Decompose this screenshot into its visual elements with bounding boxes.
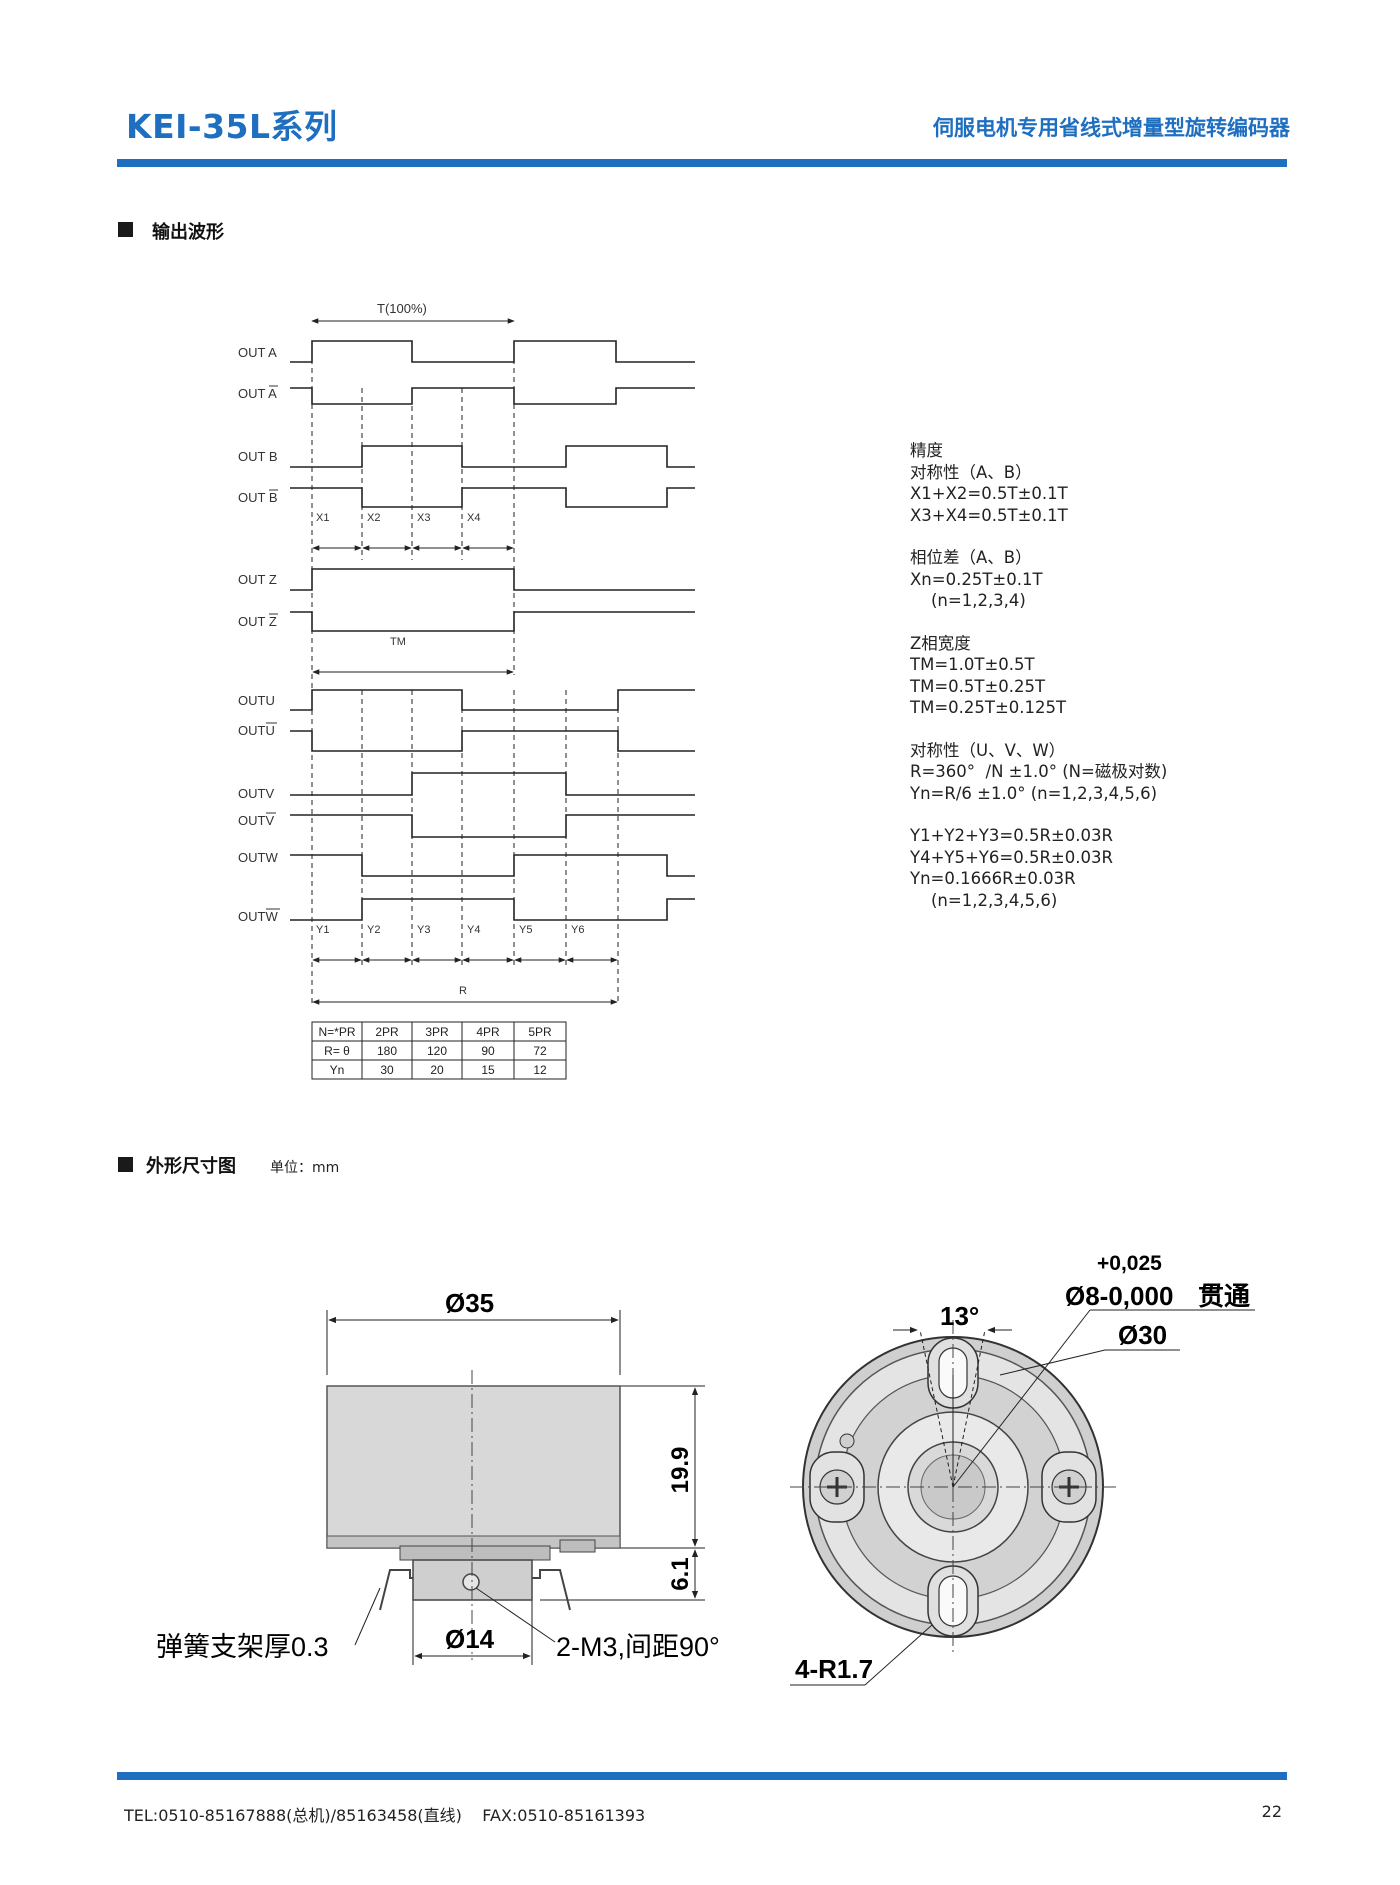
spec-line: X1+X2=0.5T±0.1T xyxy=(910,484,1068,503)
tolerance-upper: +0,025 xyxy=(1097,1252,1162,1275)
table-cell: 120 xyxy=(427,1044,447,1058)
signal-label: OUTV xyxy=(238,813,274,828)
x-label: X1 xyxy=(316,512,329,524)
section-title-dimension: 外形尺寸图 xyxy=(146,1156,236,1177)
angle-label: 13° xyxy=(940,1301,979,1331)
signal-label: OUTU xyxy=(238,723,275,738)
signal-label: OUTW xyxy=(238,850,278,865)
spec-line: Z相宽度 xyxy=(910,633,971,653)
y-label: Y5 xyxy=(519,924,532,936)
table-cell: 2PR xyxy=(375,1025,399,1039)
spec-line: R=360° /N ±1.0° (N=磁极对数) xyxy=(910,762,1168,781)
slot-label: 4-R1.7 xyxy=(795,1654,873,1684)
y-label: Y4 xyxy=(467,924,480,936)
table-cell: Yn xyxy=(330,1063,345,1077)
spec-line: Y1+Y2+Y3=0.5R±0.03R xyxy=(910,826,1113,845)
table-cell: 20 xyxy=(430,1063,444,1077)
tm-label: TM xyxy=(390,636,406,648)
screw-hole xyxy=(462,1573,480,1591)
spec-line: Y4+Y5+Y6=0.5R±0.03R xyxy=(910,847,1113,867)
table-cell: 3PR xyxy=(425,1025,449,1039)
product-subtitle: 伺服电机专用省线式增量型旋转编码器 xyxy=(933,116,1290,140)
series-title: KEI-35L系列 xyxy=(126,107,338,146)
spec-line: 精度 xyxy=(910,441,943,460)
screw-left xyxy=(809,1451,865,1523)
through-label: 贯通 xyxy=(1198,1281,1250,1311)
unit-note: 单位：mm xyxy=(270,1160,340,1176)
page-number: 22 xyxy=(1261,1802,1282,1821)
r-label: R xyxy=(459,985,467,997)
spec-line: TM=0.25T±0.125T xyxy=(910,698,1067,717)
spec-line: (n=1,2,3,4) xyxy=(910,591,1026,610)
height-label: 19.9 xyxy=(667,1447,694,1494)
spec-line: TM=0.5T±0.25T xyxy=(910,676,1046,696)
signal-label: OUTV xyxy=(238,786,274,801)
diameter-label: Ø35 xyxy=(445,1288,494,1318)
outer-diameter: Ø30 xyxy=(1118,1320,1167,1350)
bottom-diameter-label: Ø14 xyxy=(445,1624,495,1654)
screw-note: 2-M3,间距90° xyxy=(556,1632,720,1662)
section-marker xyxy=(118,222,133,237)
spec-line: X3+X4=0.5T±0.1T xyxy=(910,505,1068,525)
y-label: Y1 xyxy=(316,924,329,936)
table-cell: R= θ xyxy=(324,1044,350,1058)
table-cell: 72 xyxy=(533,1044,547,1058)
table-cell: 5PR xyxy=(528,1025,552,1039)
signal-label: OUT Z xyxy=(238,614,277,629)
waveform-diagram: T(100%) OUT A OUT A OUT B OUT B OUT Z OU… xyxy=(238,301,695,1080)
section-marker xyxy=(118,1157,133,1172)
section-title-waveform: 输出波形 xyxy=(152,222,224,243)
x-label: X2 xyxy=(367,512,380,524)
table-cell: 30 xyxy=(380,1063,394,1077)
y-label: Y2 xyxy=(367,924,380,936)
shaft-diameter: Ø8-0,000 xyxy=(1065,1281,1173,1311)
spec-line: 相位差（A、B） xyxy=(910,548,1032,567)
footer-rule xyxy=(117,1772,1287,1780)
spec-line: 对称性（A、B） xyxy=(910,462,1032,482)
footer-contact: TEL:0510-85167888(总机)/85163458(直线) FAX:0… xyxy=(124,1806,646,1825)
spring-note: 弹簧支架厚0.3 xyxy=(156,1632,329,1662)
base-height-label: 6.1 xyxy=(667,1557,694,1590)
table-cell: 90 xyxy=(481,1044,495,1058)
spec-block: 精度 对称性（A、B） X1+X2=0.5T±0.1T X3+X4=0.5T±0… xyxy=(910,440,1167,911)
table-cell: 4PR xyxy=(476,1025,500,1039)
front-view-drawing: 13° +0,025 Ø8-0,000 贯通 Ø30 4-R1.7 xyxy=(790,1252,1255,1686)
signal-label: OUTW xyxy=(238,909,278,924)
spec-line: (n=1,2,3,4,5,6) xyxy=(910,890,1058,910)
signal-label: OUTU xyxy=(238,693,275,708)
pole-table: N=*PR 2PR 3PR 4PR 5PR R= θ 180 120 90 72… xyxy=(311,1021,567,1080)
signal-label: OUT A xyxy=(238,386,277,401)
y-label: Y6 xyxy=(571,924,584,936)
table-cell: N=*PR xyxy=(318,1025,355,1039)
side-view-drawing: Ø35 19.9 6.1 Ø14 弹簧支架厚0.3 2-M3,间距90° xyxy=(156,1288,720,1665)
spec-line: 对称性（U、V、W） xyxy=(910,740,1066,760)
signal-label: OUT Z xyxy=(238,572,277,587)
signal-label: OUT B xyxy=(238,449,278,464)
encoder-body xyxy=(326,1385,621,1549)
signal-label: OUT B xyxy=(238,490,278,505)
spec-line: Yn=0.1666R±0.03R xyxy=(910,869,1076,888)
table-cell: 15 xyxy=(481,1063,495,1077)
x-label: X4 xyxy=(467,512,480,524)
signal-label: OUT A xyxy=(238,345,277,360)
spec-line: Yn=R/6 ±1.0° (n=1,2,3,4,5,6) xyxy=(910,783,1158,803)
header-rule xyxy=(117,159,1287,167)
period-label: T(100%) xyxy=(377,301,427,316)
spec-line: TM=1.0T±0.5T xyxy=(910,655,1035,674)
table-cell: 12 xyxy=(533,1063,547,1077)
spec-line: Xn=0.25T±0.1T xyxy=(910,569,1043,589)
y-label: Y3 xyxy=(417,924,430,936)
table-cell: 180 xyxy=(377,1044,397,1058)
x-label: X3 xyxy=(417,512,430,524)
